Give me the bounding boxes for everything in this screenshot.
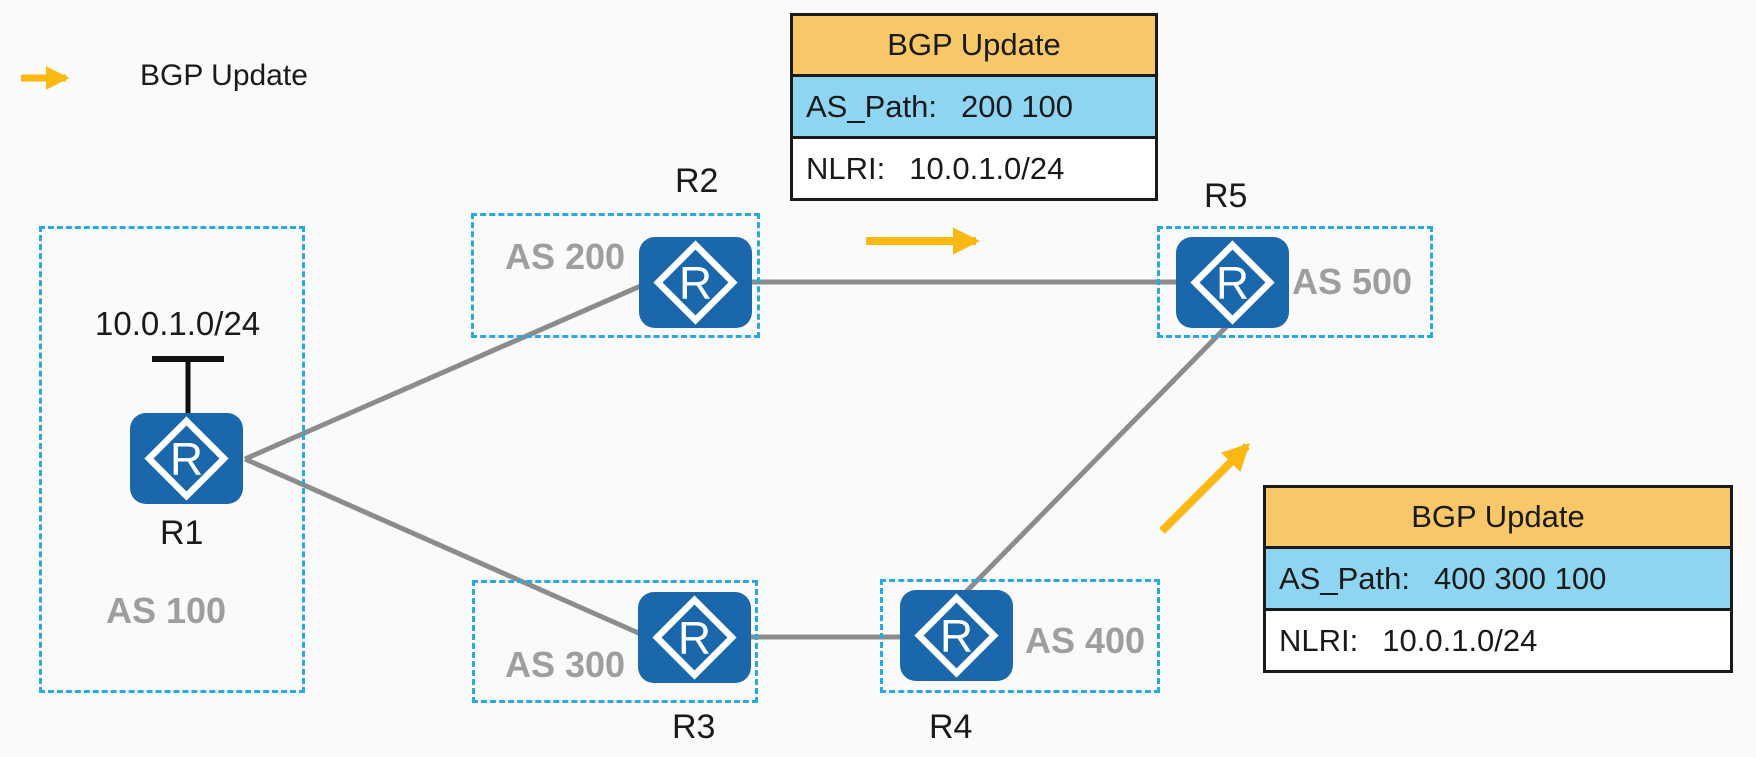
router-glyph: R	[940, 610, 973, 662]
aspath-value: 200 100	[960, 89, 1074, 124]
router-r3: R	[638, 592, 751, 683]
nlri-label: NLRI:	[1279, 623, 1359, 658]
bgp-update-arrow-r4-r5-icon	[1159, 443, 1250, 534]
nlri-value: 10.0.1.0/24	[1382, 623, 1538, 658]
router-r4: R	[900, 590, 1013, 681]
link-r1-r3	[243, 456, 654, 642]
as-300-box	[472, 580, 758, 703]
as-400-box	[880, 579, 1160, 693]
router-glyph: R	[678, 612, 711, 664]
router-r1: R	[130, 413, 243, 504]
router-label-r1: R1	[160, 514, 204, 552]
bgp-table-right-aspath-row: AS_Path: 400 300 100	[1266, 549, 1730, 611]
as-200-label: AS 200	[505, 236, 626, 277]
aspath-value: 400 300 100	[1433, 561, 1607, 596]
as-500-label: AS 500	[1292, 261, 1413, 302]
bgp-update-table-right: BGP Update AS_Path: 400 300 100 NLRI: 10.0…	[1263, 485, 1733, 673]
bgp-table-top-aspath-row: AS_Path: 200 100	[793, 77, 1155, 139]
router-label-r2: R2	[675, 162, 719, 200]
as-100-box	[39, 226, 305, 693]
nlri-value: 10.0.1.0/24	[909, 151, 1065, 186]
network-prefix-label: 10.0.1.0/24	[95, 305, 261, 342]
link-r1-r2	[243, 278, 654, 462]
router-label-r4: R4	[929, 708, 973, 746]
router-glyph: R	[679, 257, 712, 309]
bgp-table-right-nlri-row: NLRI: 10.0.1.0/24	[1266, 611, 1730, 670]
router-glyph: R	[1216, 257, 1249, 309]
as-200-box	[471, 213, 760, 338]
router-label-r5: R5	[1204, 177, 1248, 215]
nlri-label: NLRI:	[806, 151, 886, 186]
router-label-r3: R3	[672, 708, 716, 746]
aspath-label: AS_Path:	[1279, 561, 1410, 596]
aspath-label: AS_Path:	[806, 89, 937, 124]
legend-label: BGP Update	[140, 59, 308, 92]
router-icon: R	[639, 237, 752, 328]
router-glyph: R	[170, 433, 203, 485]
as-300-label: AS 300	[505, 644, 626, 685]
router-r2: R	[639, 237, 752, 328]
bgp-table-top-header: BGP Update	[793, 16, 1155, 77]
router-icon: R	[638, 592, 751, 683]
as-500-box	[1157, 226, 1433, 338]
bgp-table-right-header: BGP Update	[1266, 488, 1730, 549]
bgp-table-top-nlri-row: NLRI: 10.0.1.0/24	[793, 139, 1155, 198]
as-400-label: AS 400	[1025, 620, 1146, 661]
router-icon: R	[900, 590, 1013, 681]
router-r5: R	[1176, 237, 1289, 328]
bgp-update-table-top: BGP Update AS_Path: 200 100 NLRI: 10.0.1.0…	[790, 13, 1158, 201]
as-100-label: AS 100	[106, 590, 227, 631]
router-icon: R	[130, 413, 243, 504]
link-r4-r5	[956, 318, 1235, 602]
router-icon: R	[1176, 237, 1289, 328]
